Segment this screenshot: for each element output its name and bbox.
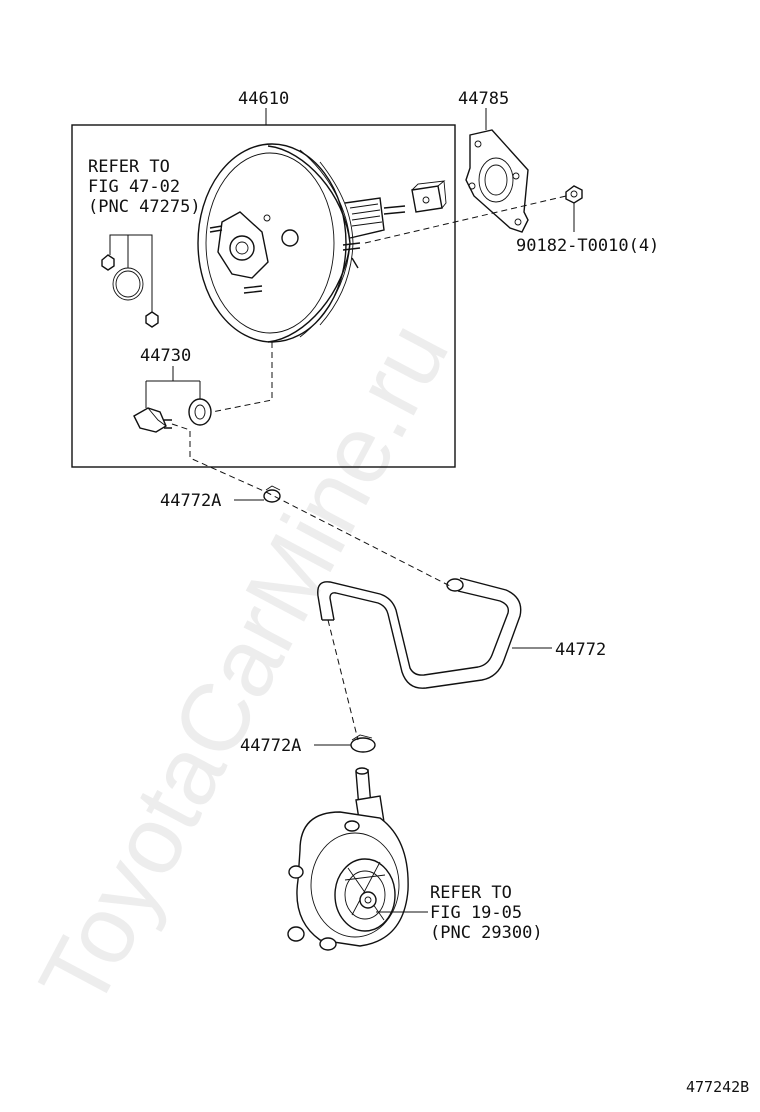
label-44772: 44772: [555, 640, 606, 660]
label-44772A-lower: 44772A: [240, 736, 301, 756]
booster-gasket-drawing: [465, 129, 529, 233]
label-44785: 44785: [458, 89, 509, 109]
check-valve-drawing: [133, 398, 212, 433]
label-nut: 90182-T0010(4): [516, 236, 659, 256]
refer-booster-line1: REFER TO: [88, 157, 170, 177]
refer-booster-line3: (PNC 47275): [88, 197, 201, 217]
refer-pump-line3: (PNC 29300): [430, 923, 543, 943]
vacuum-pump-drawing: [287, 767, 409, 951]
connector-booster-nut: [364, 195, 567, 244]
leader-44730: [145, 366, 201, 408]
nut-drawing: [565, 185, 583, 204]
clamp-upper-drawing: [263, 485, 281, 503]
figure-id: 477242B: [686, 1078, 749, 1096]
label-44772A-upper: 44772A: [160, 491, 221, 511]
connector-hose-clamp: [327, 619, 359, 741]
connector-booster-valve: [211, 342, 273, 413]
label-44730: 44730: [140, 346, 191, 366]
connector-valve-clamp: [171, 423, 451, 587]
label-44610: 44610: [238, 89, 289, 109]
grommet-seal-drawing: [101, 254, 159, 328]
brake-booster-drawing: [197, 143, 447, 343]
clamp-lower-drawing: [350, 734, 376, 753]
vacuum-hose-drawing: [317, 577, 522, 689]
refer-booster-line2: FIG 47-02: [88, 177, 180, 197]
refer-pump-line2: FIG 19-05: [430, 903, 522, 923]
leader-refer-booster: [109, 234, 153, 312]
refer-pump-line1: REFER TO: [430, 883, 512, 903]
assembly-frame: [71, 124, 456, 468]
